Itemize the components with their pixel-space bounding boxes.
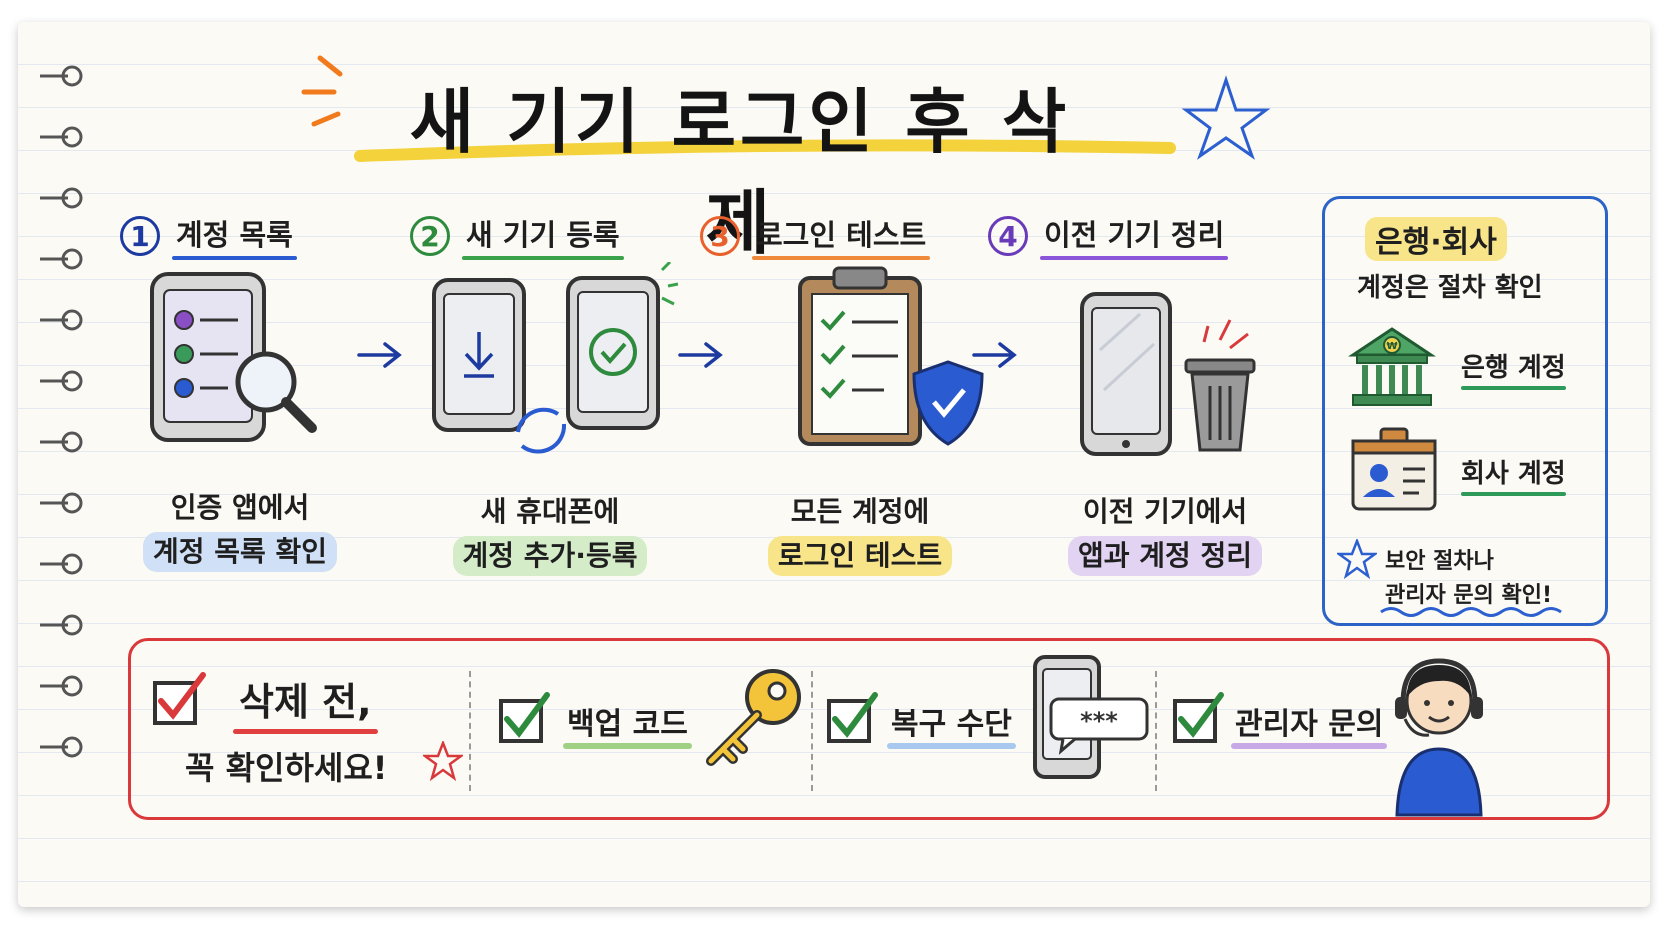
backup-code-item: 백업 코드 — [563, 699, 692, 749]
otp-mask-text: *** — [1080, 707, 1118, 735]
side-title: 은행·회사 — [1365, 217, 1507, 261]
step-4-number: 4 — [988, 216, 1028, 256]
step-1-number: 1 — [120, 216, 160, 256]
company-account-label: 회사 계정 — [1461, 453, 1566, 496]
support-agent-icon — [1395, 658, 1483, 817]
step-1-caption-line2: 계정 목록 확인 — [142, 532, 338, 572]
phone-search-illustration — [150, 272, 317, 442]
side-note-line2: 관리자 문의 확인! — [1385, 583, 1553, 608]
step-3-number: 3 — [700, 216, 740, 256]
phone-trash-illustration — [1080, 292, 1256, 456]
bank-symbol: ₩ — [1386, 341, 1397, 352]
step-2-caption-line1: 새 휴대폰에 — [480, 495, 620, 528]
recovery-method-item: 복구 수단 — [887, 699, 1016, 749]
step-4-header: 4 이전 기기 정리 — [988, 212, 1229, 260]
step-1-header: 1 계정 목록 — [120, 212, 297, 260]
company-id-badge-icon — [1351, 427, 1437, 511]
bank-company-panel: 은행·회사 계정은 절차 확인 ₩ 은행 계정 회사 계정 보안 절차나 관리자… — [1322, 196, 1608, 626]
step-3-title: 로그인 테스트 — [752, 212, 931, 260]
spiral-rings — [40, 65, 83, 758]
two-phones-sync-illustration — [432, 262, 679, 454]
admin-inquiry-item: 관리자 문의 — [1230, 699, 1388, 749]
checklist-subtitle: 꼭 확인하세요! — [185, 749, 388, 787]
step-1-title: 계정 목록 — [172, 212, 297, 260]
bank-icon: ₩ — [1348, 327, 1436, 406]
checklist-title: 삭제 전, — [233, 671, 378, 734]
arrow-right-icon-3 — [972, 342, 1017, 368]
star-icon — [1337, 539, 1377, 579]
checkbox-recovery-icon — [827, 692, 878, 743]
side-note: 보안 절차나 관리자 문의 확인! — [1385, 545, 1552, 613]
checkbox-backup-icon — [499, 692, 550, 743]
step-2-caption-line2: 계정 추가·등록 — [452, 536, 648, 576]
step-1-caption-line1: 인증 앱에서 — [170, 491, 310, 524]
title-decorations — [301, 55, 1271, 162]
step-3-caption-line1: 모든 계정에 — [790, 495, 930, 528]
step-3-caption-line2: 로그인 테스트 — [767, 536, 953, 576]
red-star-icon — [423, 741, 463, 781]
step-2-caption: 새 휴대폰에 계정 추가·등록 — [430, 492, 670, 576]
step-2-header: 2 새 기기 등록 — [410, 212, 624, 260]
bank-account-label: 은행 계정 — [1461, 347, 1566, 390]
step-3-header: 3 로그인 테스트 — [700, 212, 931, 260]
checkbox-checked-icon — [153, 672, 206, 725]
step-2-title: 새 기기 등록 — [462, 212, 624, 260]
step-4-caption-line2: 앱과 계정 정리 — [1067, 536, 1263, 576]
side-subtitle: 계정은 절차 확인 — [1357, 273, 1543, 303]
step-3-caption: 모든 계정에 로그인 테스트 — [740, 492, 980, 576]
step-4-title: 이전 기기 정리 — [1040, 212, 1229, 260]
step-4-caption: 이전 기기에서 앱과 계정 정리 — [1040, 492, 1290, 576]
divider-1 — [469, 671, 471, 791]
arrow-right-icon-2 — [678, 342, 723, 368]
step-1-caption: 인증 앱에서 계정 목록 확인 — [120, 488, 360, 572]
divider-3 — [1155, 671, 1157, 791]
step-4-caption-line1: 이전 기기에서 — [1082, 495, 1248, 528]
pre-delete-checklist: 삭제 전, 꼭 확인하세요! 백업 코드 복구 수단 *** 관리자 문의 — [128, 638, 1610, 820]
wavy-underline — [1380, 607, 1562, 617]
divider-2 — [811, 671, 813, 791]
title-area: 새 기기 로그인 후 삭제 — [290, 44, 1290, 264]
key-icon — [706, 669, 801, 766]
checkbox-admin-icon — [1173, 692, 1224, 743]
step-2-number: 2 — [410, 216, 450, 256]
page-title: 새 기기 로그인 후 삭제 — [409, 81, 1071, 264]
phone-otp-icon: *** — [1033, 655, 1149, 779]
clipboard-shield-illustration — [798, 266, 984, 446]
arrow-right-icon — [357, 342, 402, 368]
side-note-line1: 보안 절차나 — [1385, 549, 1494, 574]
